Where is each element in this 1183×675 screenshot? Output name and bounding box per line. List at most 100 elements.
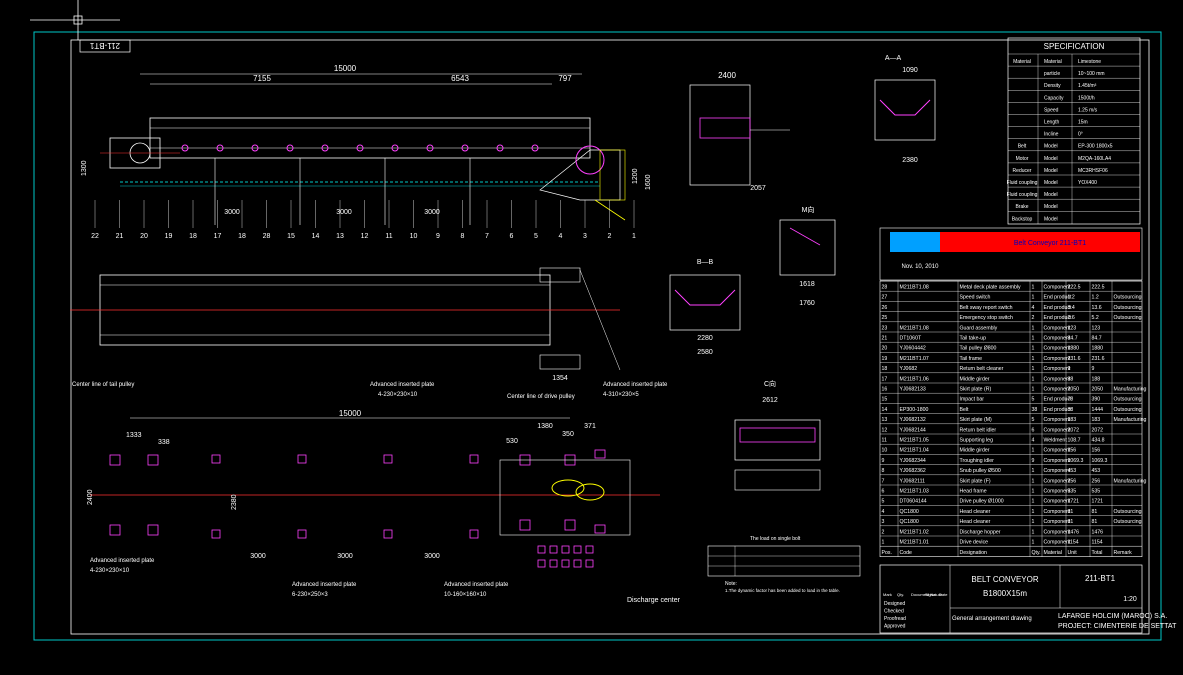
- bom-cell: DT1060T: [900, 336, 922, 342]
- dim-7155: 7155: [253, 74, 271, 83]
- callout-number: 12: [361, 233, 369, 240]
- bom-cell: 19: [882, 356, 888, 362]
- revision-role: Proofread: [884, 616, 906, 622]
- bom-cell: 81: [1068, 509, 1074, 515]
- dim-371: 371: [584, 423, 596, 430]
- bom-cell: Skirt plate (F): [960, 478, 991, 484]
- dim-1354: 1354: [552, 375, 568, 382]
- bom-header: Pos.: [882, 550, 892, 556]
- callout-number: 13: [336, 233, 344, 240]
- dim-2612: 2612: [762, 397, 778, 404]
- drive-pulley: [575, 145, 605, 175]
- bom-cell: Component: [1044, 478, 1071, 484]
- dim-3000-f2: 3000: [337, 553, 353, 560]
- bom-cell: 15: [882, 397, 888, 403]
- callout-number: 3: [583, 233, 587, 240]
- spec-label: Speed: [1044, 107, 1059, 113]
- spec-group: Fluid coupling: [1007, 180, 1038, 186]
- spec-group: Material: [1013, 59, 1031, 65]
- bom-header: Qty.: [1032, 550, 1041, 556]
- bom-cell: YJ0682: [900, 366, 918, 372]
- callout-number: 19: [165, 233, 173, 240]
- bom-cell: Component: [1044, 427, 1071, 433]
- bom-cell: 17: [882, 376, 888, 382]
- label-section-a: A—A: [885, 55, 902, 62]
- dim-1333: 1333: [126, 432, 142, 439]
- bom-cell: M211BT1.06: [900, 376, 929, 382]
- callout-number: 17: [214, 233, 222, 240]
- bom-cell: 11: [882, 438, 887, 444]
- dim-2280: 2280: [697, 335, 713, 342]
- bom-cell: Weldment: [1044, 438, 1068, 444]
- dim-3000-b: 3000: [336, 209, 352, 216]
- foundation-plan: Center line of tail pulley Center line o…: [72, 382, 681, 604]
- elevation-view: 15000 7155 6543 797: [81, 64, 652, 240]
- bom-cell: 10: [882, 448, 888, 454]
- spec-value: EP-300 1800x5: [1078, 144, 1113, 150]
- label-section-c: C向: [764, 379, 776, 388]
- note-1: 1.The dynamic factor has been added to l…: [725, 588, 840, 593]
- bom-cell: 123: [1092, 325, 1101, 331]
- bom-cell: Component: [1044, 387, 1071, 393]
- bom-cell: 13.6: [1092, 305, 1102, 311]
- drawing-date: Nov. 10, 2010: [902, 264, 940, 270]
- bom-header: Material: [1044, 550, 1062, 556]
- callout-number: 11: [385, 233, 392, 240]
- bom-cell: Emergency stop switch: [960, 315, 1013, 321]
- spec-value: M2QA-160LA4: [1078, 156, 1111, 162]
- revision-role: Checked: [884, 609, 904, 615]
- bom-cell: YJ0682344: [900, 458, 926, 464]
- bom-cell: Outsourcing: [1114, 407, 1142, 413]
- bom-cell: M211BT1.03: [900, 489, 929, 495]
- dim-1090: 1090: [902, 67, 918, 74]
- bom-cell: 13: [882, 417, 888, 423]
- callout-number: 18: [189, 233, 197, 240]
- bom-cell: YJ0682111: [900, 478, 926, 484]
- bom-cell: 38: [1068, 407, 1074, 413]
- bom-header: Unit: [1068, 550, 1078, 556]
- bom-cell: 1: [1032, 499, 1035, 505]
- bom-cell: 2050: [1068, 387, 1080, 393]
- bom-cell: End product: [1044, 315, 1073, 321]
- spec-value: Limestone: [1078, 59, 1101, 65]
- bom-cell: 535: [1068, 489, 1077, 495]
- callout-number: 20: [140, 233, 148, 240]
- plan-view: 1354: [70, 267, 621, 382]
- bom-cell: End product: [1044, 295, 1073, 301]
- bom-cell: 1.2: [1068, 295, 1075, 301]
- bom-cell: 12: [882, 427, 888, 433]
- bom-cell: 9: [882, 458, 885, 464]
- bom-cell: Drive pulley Ø1000: [960, 499, 1004, 505]
- inner-frame: [70, 39, 1150, 635]
- bom-cell: Middle girder: [960, 448, 990, 454]
- dim-2380: 2380: [902, 157, 918, 164]
- bom-cell: QC1800: [900, 509, 919, 515]
- bom-cell: 1880: [1068, 346, 1080, 352]
- bom-cell: 38: [1032, 407, 1038, 413]
- bom-cell: 1: [1032, 325, 1035, 331]
- bom-cell: Component: [1044, 529, 1071, 535]
- bom-cell: 2072: [1068, 427, 1080, 433]
- bom-cell: 1154: [1092, 540, 1103, 546]
- title-scale: 1:20: [1123, 596, 1137, 603]
- spec-value: 10~100 mm: [1078, 71, 1105, 77]
- bom-cell: Component: [1044, 509, 1071, 515]
- bom-cell: 88: [1068, 376, 1074, 382]
- cursor-crosshair-icon: [30, 0, 120, 40]
- revision-header: Qty.: [897, 592, 904, 597]
- bom-cell: 1: [1032, 387, 1035, 393]
- callout-number: 7: [485, 233, 489, 240]
- bom-cell: Manufacturing: [1114, 478, 1147, 484]
- bom-cell: Metal deck plate assembly: [960, 285, 1022, 291]
- label-plate2: Advanced inserted plate: [90, 558, 155, 564]
- dim-1200: 1200: [632, 168, 639, 184]
- callout-number: 18: [238, 233, 246, 240]
- spec-group: Motor: [1016, 156, 1029, 162]
- callout-number: 22: [91, 233, 99, 240]
- bom-cell: 1154: [1068, 540, 1079, 546]
- dim-1600: 1600: [645, 174, 652, 190]
- spec-label: Material: [1044, 59, 1062, 65]
- bom-cell: 4: [1032, 438, 1035, 444]
